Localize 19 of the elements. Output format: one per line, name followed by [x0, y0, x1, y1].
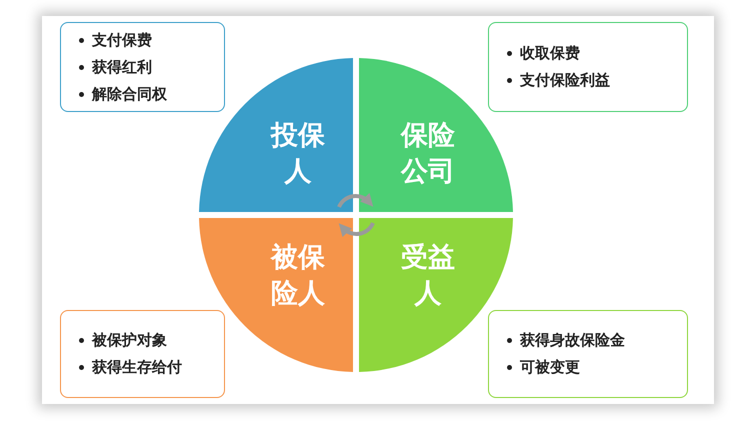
- info-box: [488, 310, 688, 398]
- list-item-text: 解除合同权: [92, 84, 167, 104]
- info-box: [60, 22, 225, 112]
- info-box: [488, 22, 688, 112]
- info-box: [60, 310, 225, 398]
- cycle-arrow: [338, 222, 375, 238]
- list-item-text: 收取保费: [520, 43, 580, 64]
- list-item-text: 可被变更: [520, 357, 580, 378]
- role-label: 受益人: [400, 241, 456, 311]
- role-label: 保险公司: [399, 119, 456, 189]
- list-item-text: 获得红利: [92, 56, 152, 78]
- list-item-text: 被保护对象: [92, 330, 167, 351]
- list-item-text: 支付保费: [92, 30, 152, 50]
- list-item-text: 获得身故保险金: [520, 330, 625, 351]
- role-label: 投保人: [269, 119, 326, 189]
- cycle-arrow: [337, 192, 374, 208]
- list-item-text: 支付保险利益: [520, 70, 610, 91]
- role-label: 被保险人: [269, 241, 326, 311]
- list-item-text: 获得生存给付: [92, 357, 182, 378]
